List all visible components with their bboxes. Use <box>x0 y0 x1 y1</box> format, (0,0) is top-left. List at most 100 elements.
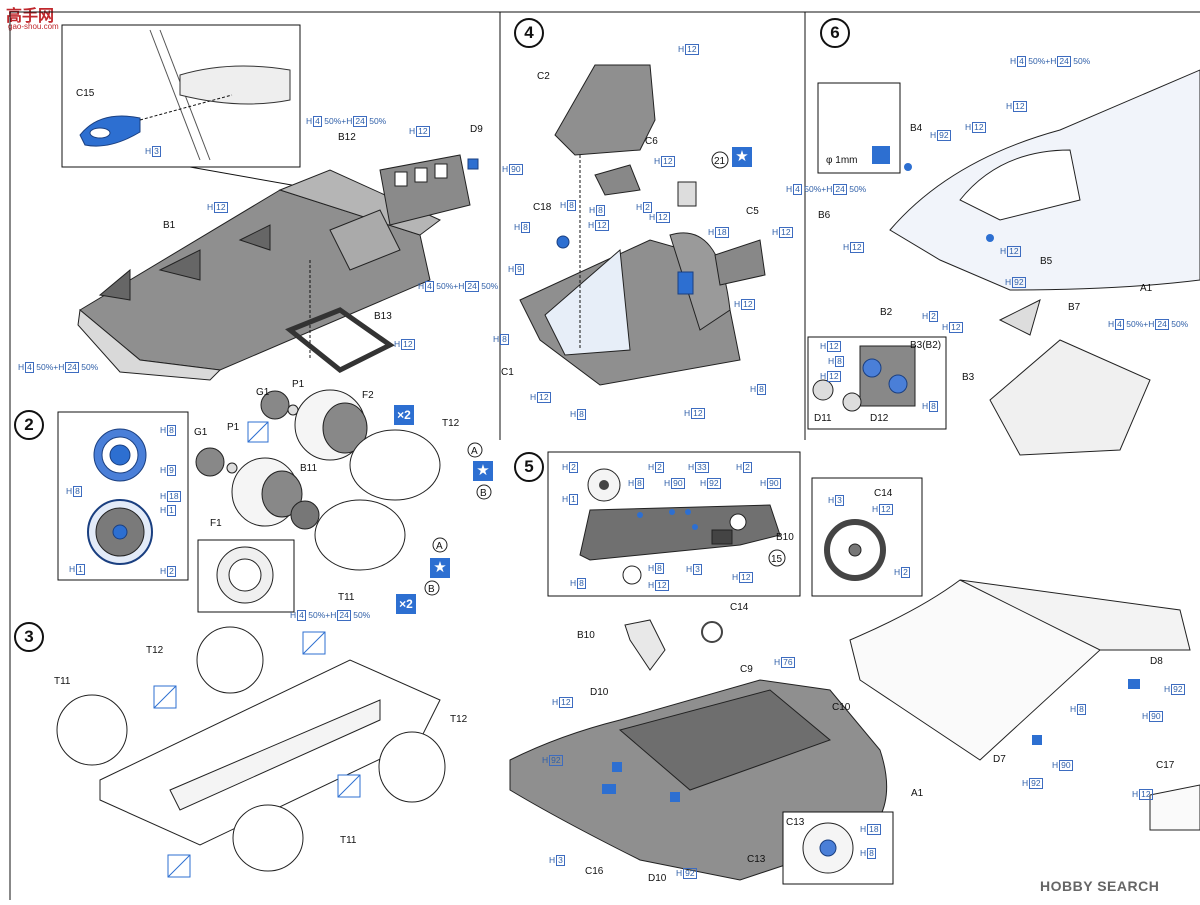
part-b7 <box>998 299 1041 336</box>
label-p1: P1 <box>292 379 305 390</box>
star-icon: ★ <box>732 147 752 167</box>
part-c14-steering <box>824 519 886 581</box>
label-t11-step3b: T11 <box>340 835 357 846</box>
label-d10-b: D10 <box>648 873 667 884</box>
label-d7: D7 <box>993 754 1006 765</box>
label-c14: C14 <box>874 488 893 499</box>
tire-t11-front-left <box>232 804 304 872</box>
part-c6 <box>594 164 641 196</box>
part-c18 <box>556 235 570 249</box>
part-d8 <box>1128 679 1140 689</box>
label-f2: F2 <box>362 390 374 401</box>
label-f1: F1 <box>210 518 222 529</box>
callout-15: 15 <box>771 554 783 565</box>
part-c17-body <box>1149 784 1200 831</box>
no-glue-icon <box>167 854 191 878</box>
callout-b: B <box>480 488 487 499</box>
step-number-3: 3 <box>14 622 44 652</box>
part-b4 <box>904 163 912 171</box>
label-c13: C13 <box>786 817 805 828</box>
part-g1 <box>260 390 290 420</box>
quantity-x2-badge: ×2 <box>396 594 416 614</box>
label-a1-b: A1 <box>911 788 924 799</box>
part-b13 <box>285 307 395 373</box>
label-c9: C9 <box>740 664 753 675</box>
callout-a: A <box>436 541 443 552</box>
label-c5: C5 <box>746 206 759 217</box>
tire-t12-front-right <box>378 731 446 803</box>
label-g1: G1 <box>256 387 270 398</box>
part-g1 <box>195 447 225 477</box>
part-b5-clip <box>986 234 994 242</box>
cockpit-step6 <box>989 339 1151 456</box>
label-b3-b2: B3(B2) <box>910 340 941 351</box>
body-panel-a1 <box>849 579 1101 761</box>
label-b7: B7 <box>1068 302 1081 313</box>
label-b3: B3 <box>962 372 975 383</box>
label-c6: C6 <box>645 136 658 147</box>
label-c2: C2 <box>537 71 550 82</box>
no-glue-icon <box>302 631 326 655</box>
part-d11 <box>812 379 834 401</box>
no-glue-icon <box>337 774 361 798</box>
part-21-mesh <box>677 181 697 207</box>
label-c13-b: C13 <box>747 854 766 865</box>
part-t12-tire <box>349 429 441 501</box>
label-b12: B12 <box>338 132 356 143</box>
label-c14-b: C14 <box>730 602 749 613</box>
callout-21: 21 <box>714 156 726 167</box>
label-d10: D10 <box>590 687 609 698</box>
label-phi-1mm: φ 1mm <box>826 155 857 166</box>
label-t12-step3b: T12 <box>450 714 468 725</box>
part-b12 <box>379 154 471 226</box>
label-d9: D9 <box>470 124 483 135</box>
label-d8: D8 <box>1150 656 1163 667</box>
quantity-x2-badge: ×2 <box>394 405 414 425</box>
label-b5: B5 <box>1040 256 1053 267</box>
